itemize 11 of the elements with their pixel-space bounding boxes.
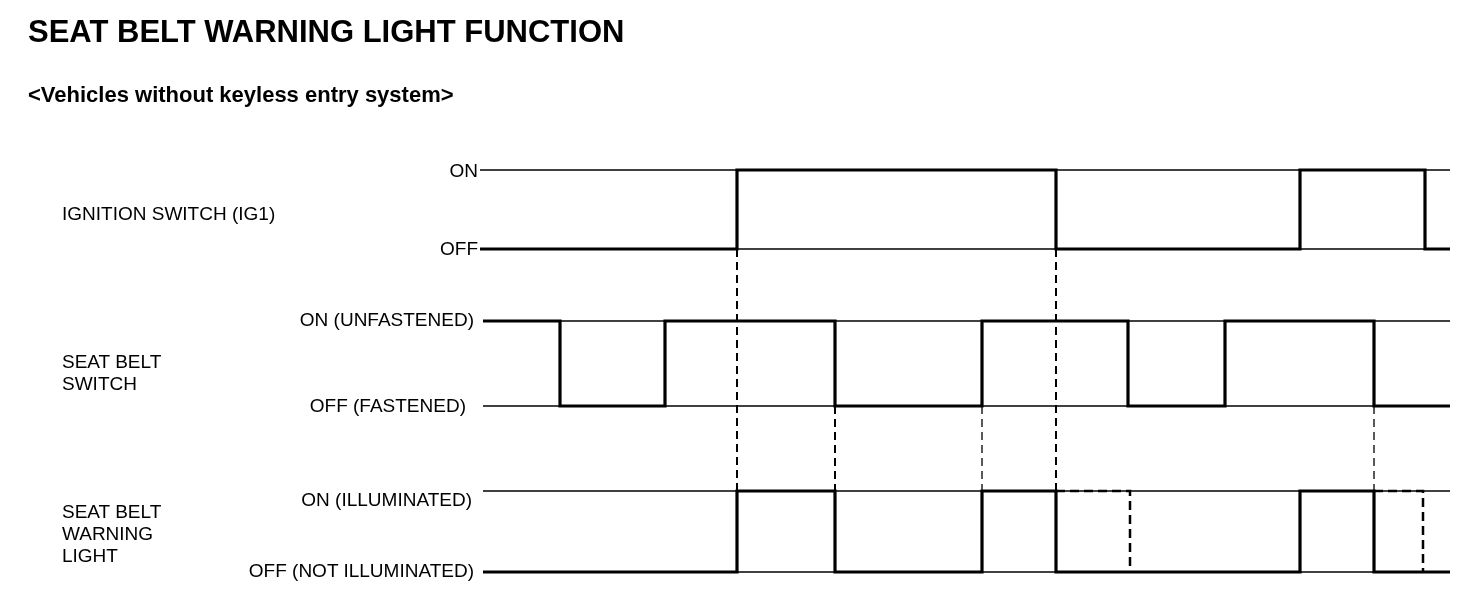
level-label: ON (UNFASTENED) bbox=[299, 309, 474, 331]
signal-name: SEAT BELT WARNING LIGHT bbox=[62, 501, 162, 567]
level-label: OFF (NOT ILLUMINATED) bbox=[248, 560, 474, 582]
level-label: OFF (FASTENED) bbox=[309, 395, 466, 417]
signal-name: IGNITION SWITCH (IG1) bbox=[62, 203, 276, 225]
signal-name: SEAT BELT SWITCH bbox=[62, 351, 162, 395]
diagram-title: SEAT BELT WARNING LIGHT FUNCTION bbox=[28, 14, 625, 50]
subtitle: <Vehicles without keyless entry system> bbox=[28, 82, 454, 108]
level-label: ON (ILLUMINATED) bbox=[301, 489, 472, 511]
level-label: OFF bbox=[440, 238, 478, 260]
level-label: ON bbox=[449, 160, 478, 182]
